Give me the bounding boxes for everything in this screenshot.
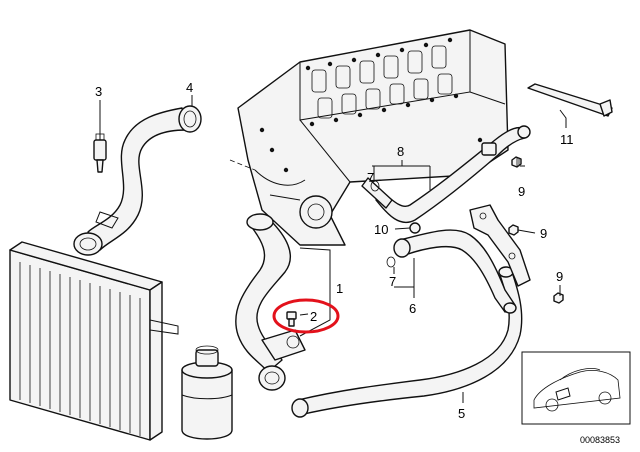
callout-8: 8 [397,144,404,159]
coolant-return-hose [291,266,523,418]
callout-11: 11 [560,132,574,147]
heater-hose-upper [361,125,531,224]
engine-cylinder-head [229,29,509,246]
reference-code: 00083853 [580,435,620,445]
radiator [9,241,179,441]
callout-1: 1 [336,281,343,296]
leader-lines [99,95,567,403]
callout-3: 4 [186,80,193,95]
callout-numbers: 3 4 1 2 5 6 7 7 8 9 9 9 10 11 [95,80,574,421]
upper-radiator-hose [73,105,202,256]
callout-9-bottom: 9 [556,269,563,284]
callout-7-upper: 7 [367,170,374,185]
callout-10: 10 [374,222,388,237]
bolts [508,156,564,304]
callout-2: 2 [310,309,317,324]
callout-5: 5 [458,406,465,421]
vehicle-location-thumbnail [521,351,631,425]
callout-6: 6 [409,301,416,316]
highlight-ring [272,298,340,334]
callout-9-middle: 9 [540,226,547,241]
o-ring [409,222,421,234]
bleed-screw [286,311,297,327]
expansion-tank [181,345,233,440]
hose-clamp-strap [527,83,613,117]
callout-7-lower: 7 [389,274,396,289]
heater-hose-lower [393,229,517,314]
hose-bracket [469,204,531,287]
callout-4: 3 [95,84,102,99]
main-coolant-hose [235,213,306,391]
callout-9-top: 9 [518,184,525,199]
temperature-sensor [93,133,107,173]
hose-clips [370,180,396,268]
